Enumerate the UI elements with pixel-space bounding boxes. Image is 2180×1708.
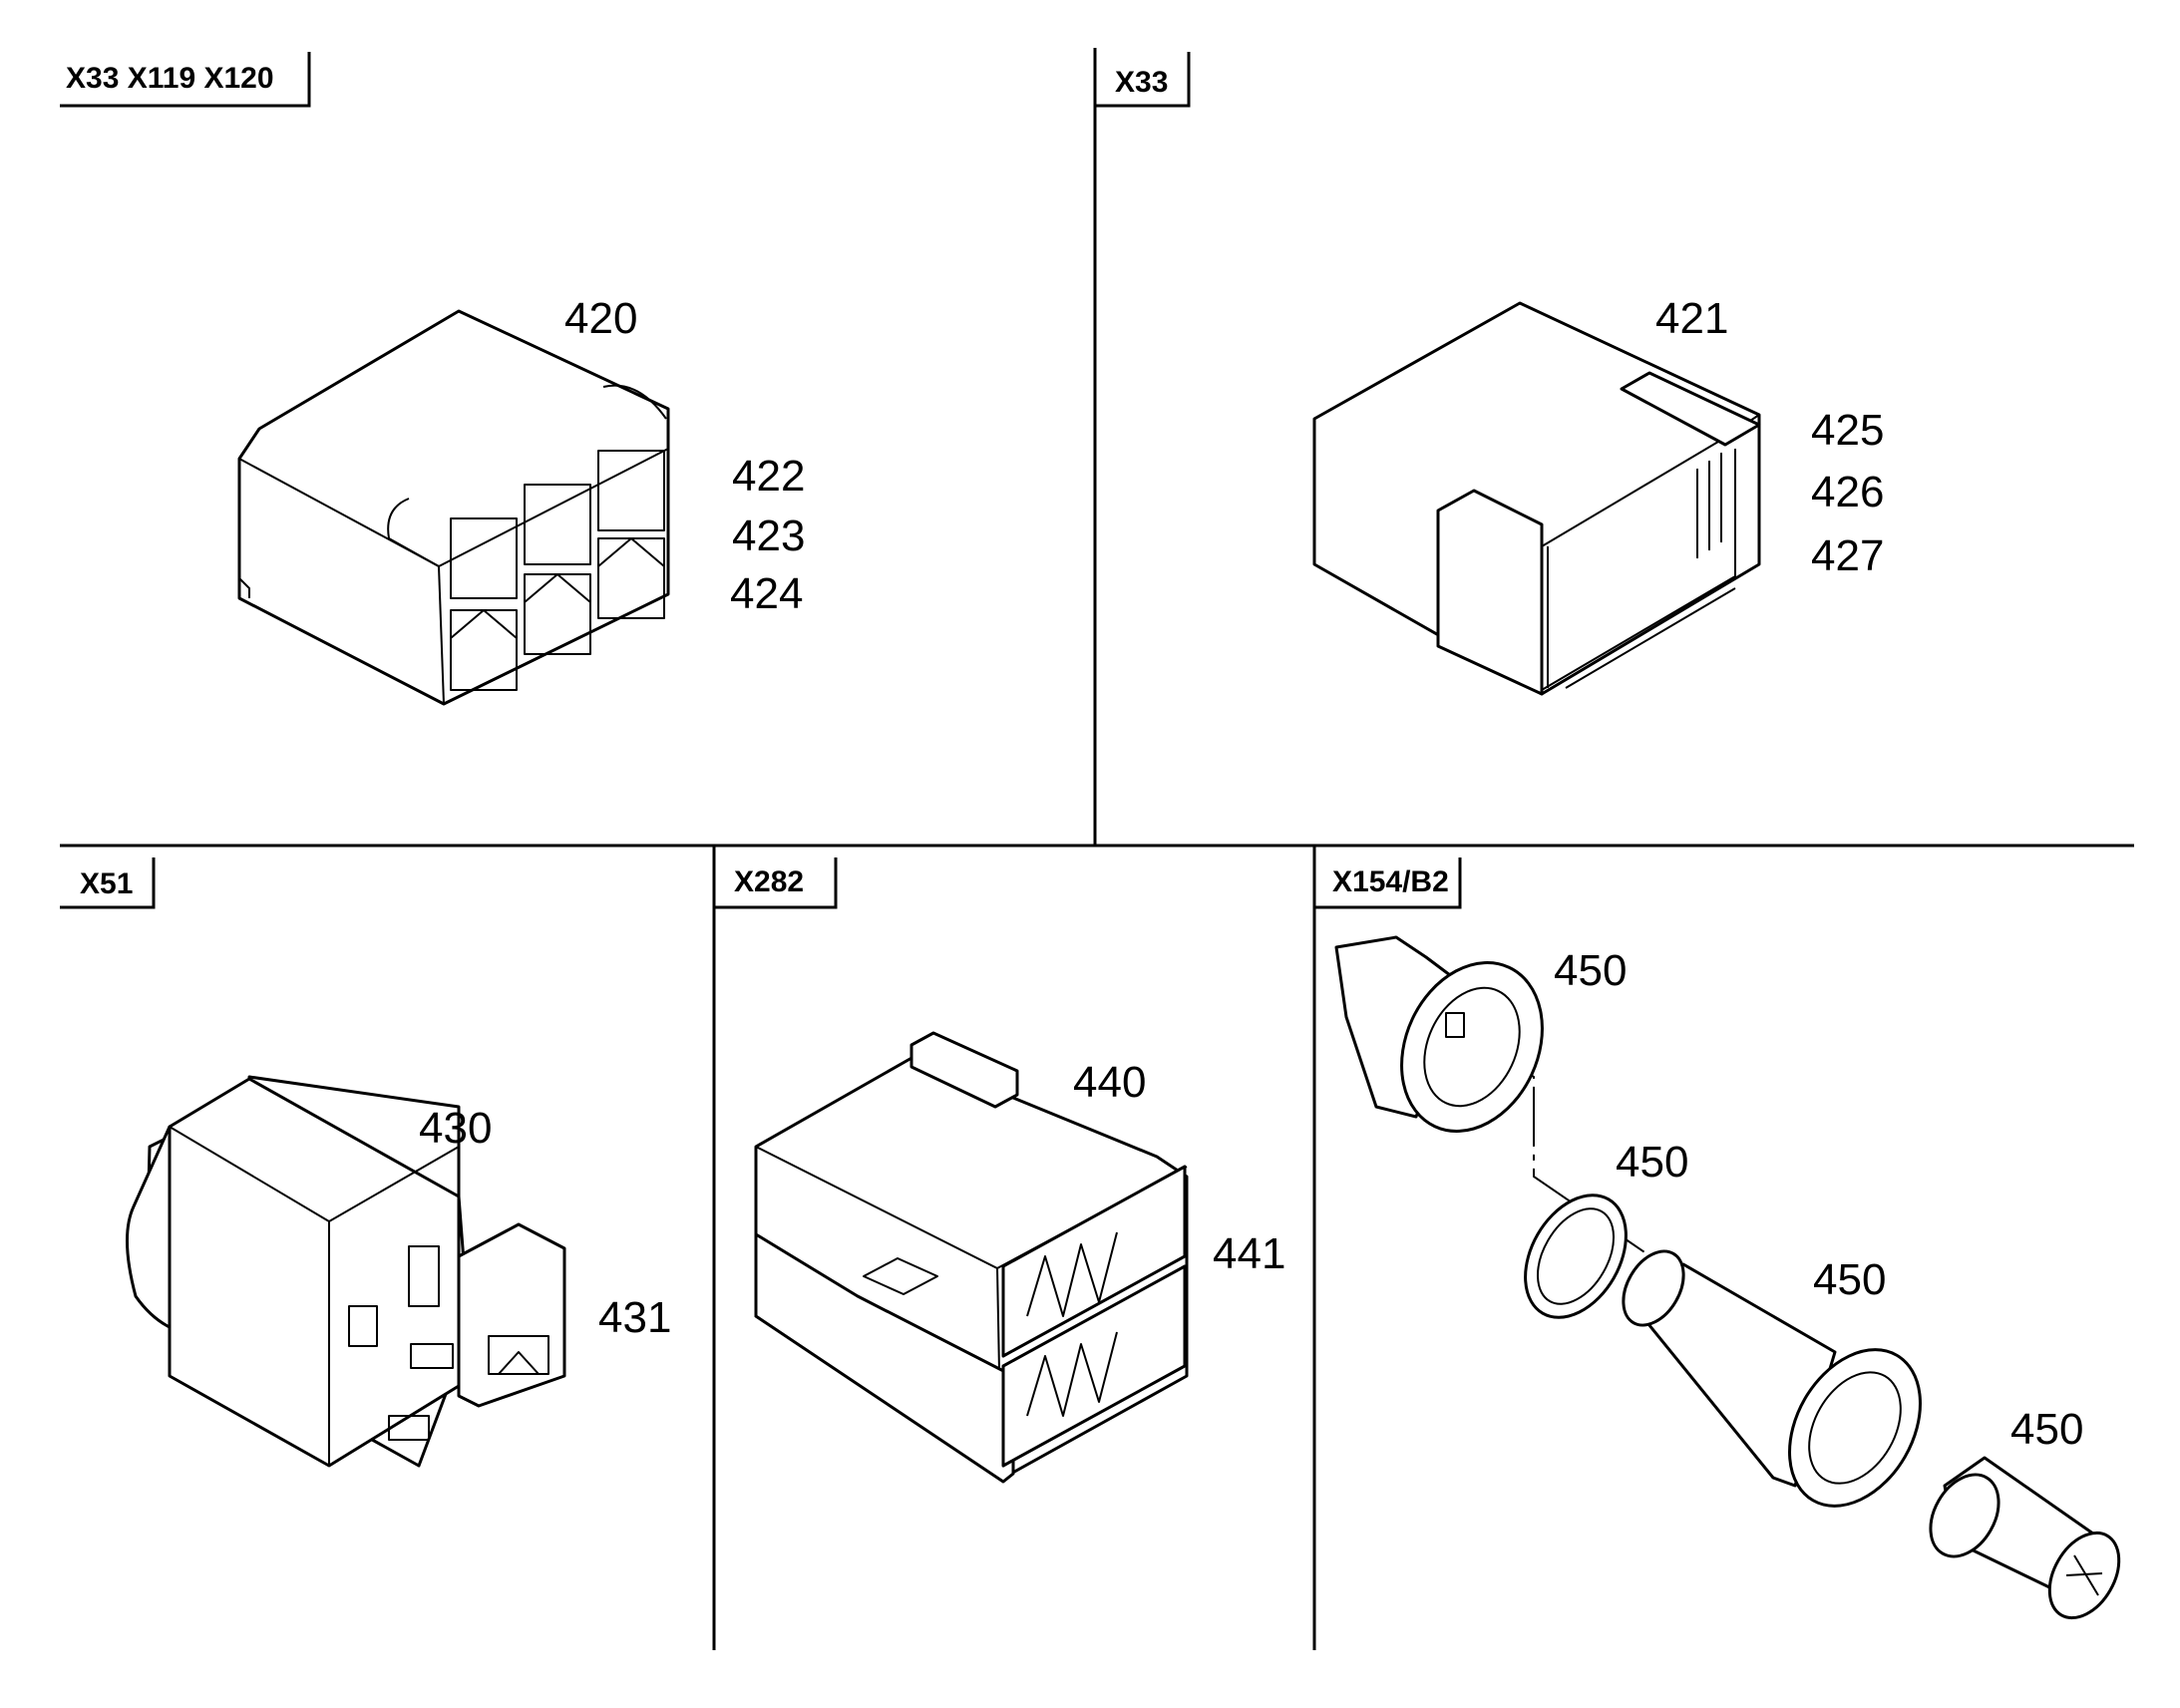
callout-number: 421 <box>1655 294 1728 343</box>
callout-number: 426 <box>1811 468 1884 516</box>
callout-number: 422 <box>732 452 805 501</box>
callout-number: 424 <box>730 569 803 618</box>
callout-number: 423 <box>732 512 805 560</box>
callout-number: 450 <box>2010 1405 2083 1454</box>
panel-header-tab: X154/B2 <box>1314 857 1462 909</box>
callout-number: 450 <box>1616 1138 1688 1187</box>
panel-header-tab: X51 <box>60 857 156 909</box>
panel-header-label: X282 <box>734 865 804 898</box>
panel-header-label: X154/B2 <box>1332 865 1449 898</box>
callout-number: 425 <box>1811 406 1884 455</box>
panel-header-label: X51 <box>80 867 133 900</box>
sensor-seal-ring <box>1524 1194 1628 1319</box>
cavity-grid <box>450 450 665 691</box>
sensor-450-exploded-drawing <box>1334 935 2121 1620</box>
connector-421-drawing <box>1312 301 1761 696</box>
panel-top-right: X33 421 425 426 427 <box>1095 52 1884 696</box>
callout-number: 441 <box>1213 1229 1285 1278</box>
callout-number: 450 <box>1813 1255 1886 1304</box>
panel-header-tab: X282 <box>714 857 838 909</box>
panel-dividers <box>60 48 2134 1650</box>
panel-header-label: X33 <box>1115 66 1168 99</box>
connector-420-drawing <box>237 309 670 706</box>
connector-440-drawing <box>754 1031 1189 1484</box>
panel-header-tab: X33 <box>1095 52 1191 108</box>
panel-top-left: X33 X119 X120 420 422 423 424 <box>60 52 805 706</box>
sensor-mounting-nut <box>1334 935 1544 1133</box>
callout-number: 450 <box>1554 946 1627 995</box>
connector-430-drawing <box>126 1075 566 1468</box>
sensor-body <box>1622 1249 1922 1508</box>
panel-bottom-right: X154/B2 <box>1314 857 2121 1620</box>
sensor-plug <box>1929 1456 2121 1620</box>
callout-number: 430 <box>419 1104 492 1153</box>
callout-number: 420 <box>564 294 637 343</box>
panel-header-label: X33 X119 X120 <box>66 62 274 95</box>
panel-header-tab: X33 X119 X120 <box>60 52 311 108</box>
callout-number: 440 <box>1073 1058 1146 1107</box>
callout-number: 431 <box>598 1293 671 1342</box>
panel-bottom-middle: X282 440 441 <box>714 857 1285 1484</box>
callout-number: 427 <box>1811 531 1884 580</box>
panel-bottom-left: X51 430 431 <box>60 857 671 1468</box>
